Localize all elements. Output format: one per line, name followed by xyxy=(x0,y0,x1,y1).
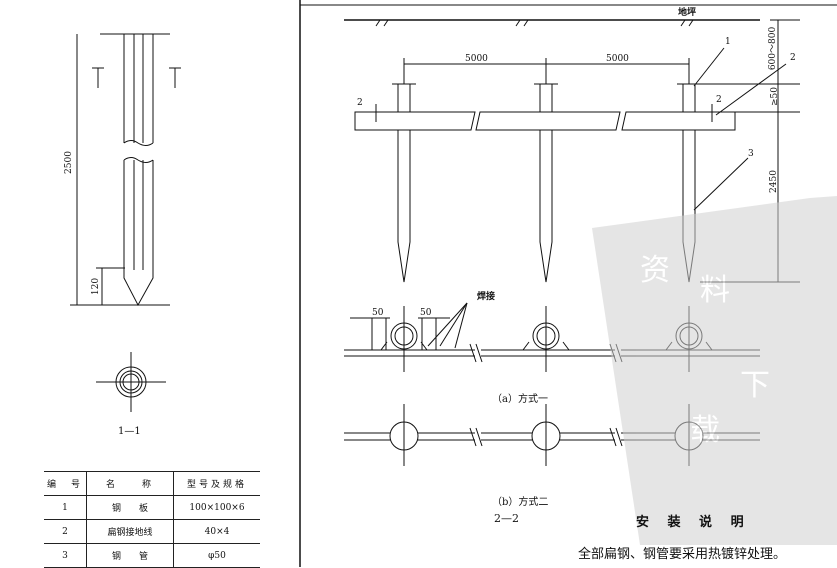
caption-method-b: （b）方式二 xyxy=(492,497,549,508)
dim-tip-label: 120 xyxy=(91,277,102,296)
header-number: 编 号 xyxy=(44,471,87,496)
stake-middle xyxy=(534,83,558,283)
callout-3: 3 xyxy=(748,149,754,159)
embed-depth-label: 2450 xyxy=(768,170,779,193)
cell-number: 3 xyxy=(44,543,87,568)
overlap-label: ≥50 xyxy=(770,87,780,106)
callout-1: 1 xyxy=(725,37,731,47)
weld-label: 焊接 xyxy=(477,292,496,302)
cell-spec: φ50 xyxy=(173,543,260,568)
notes-title: 安 装 说 明 xyxy=(636,515,751,530)
svg-text:资: 资 xyxy=(640,253,670,288)
cell-number: 1 xyxy=(44,495,87,520)
elevation-view xyxy=(344,19,800,283)
section-1-label: 1—1 xyxy=(118,426,141,437)
section-mark-left: 2 xyxy=(357,98,363,108)
caption-method-a: （a）方式一 xyxy=(492,394,548,405)
cell-spec: 100×100×6 xyxy=(173,495,260,520)
stake-left xyxy=(392,83,416,283)
header-name: 名 称 xyxy=(86,471,174,496)
section-2-label: 2—2 xyxy=(494,512,519,525)
parts-table: 编 号 名 称 型号及规格 1 钢 板 100×100×6 2 扁钢接地线 40… xyxy=(44,471,260,568)
table-row: 3 钢 管 φ50 xyxy=(44,543,260,568)
cell-name: 钢 管 xyxy=(86,543,174,568)
cell-name: 扁钢接地线 xyxy=(86,519,174,544)
table-row: 1 钢 板 100×100×6 xyxy=(44,495,260,520)
depth-range-label: 600～800 xyxy=(768,26,779,71)
spacing-label-1: 5000 xyxy=(465,54,488,64)
dim-total-label: 2500 xyxy=(63,151,74,174)
table-row: 2 扁钢接地线 40×4 xyxy=(44,519,260,544)
table-header-row: 编 号 名 称 型号及规格 xyxy=(44,471,260,496)
svg-text:下: 下 xyxy=(740,368,770,403)
watermark-seal: 资 料 下 载 xyxy=(592,196,837,545)
pipe-side-view xyxy=(70,33,181,412)
svg-text:载: 载 xyxy=(690,413,720,448)
cell-spec: 40×4 xyxy=(173,519,260,544)
header-spec: 型号及规格 xyxy=(173,471,260,496)
weld-dim-2: 50 xyxy=(420,308,432,318)
cell-number: 2 xyxy=(44,519,87,544)
ground-label: 地坪 xyxy=(678,8,697,18)
cell-name: 钢 板 xyxy=(86,495,174,520)
spacing-label-2: 5000 xyxy=(606,54,629,64)
notes-text: 全部扁钢、钢管要采用热镀锌处理。 xyxy=(578,547,787,562)
svg-text:料: 料 xyxy=(700,273,730,308)
callout-2: 2 xyxy=(790,53,796,63)
section-mark-right: 2 xyxy=(716,95,722,105)
weld-dim-1: 50 xyxy=(372,308,384,318)
